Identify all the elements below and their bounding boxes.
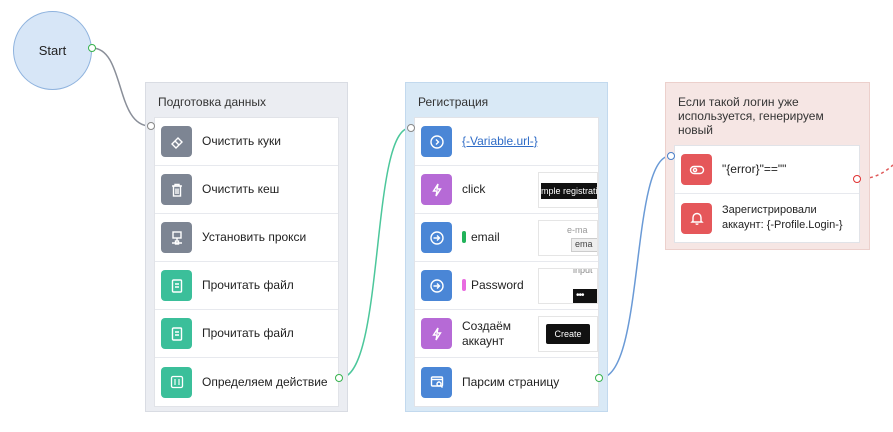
action-clear-cache[interactable]: Очистить кеш — [155, 166, 338, 214]
thumbnail-button: Create — [546, 324, 590, 344]
action-password[interactable]: Password input ••• — [415, 262, 598, 310]
connector-start-prep — [91, 47, 151, 127]
group-prep[interactable]: Подготовка данных Очистить куки Очистить… — [145, 82, 348, 412]
pink-tag — [462, 279, 466, 291]
action-label: "{error}"=="" — [722, 162, 787, 176]
green-tag — [462, 231, 466, 243]
group-condition-input-port[interactable] — [667, 152, 675, 160]
action-label: Password — [462, 278, 524, 293]
group-registration-title: Регистрация — [418, 95, 489, 109]
input-icon — [421, 270, 452, 301]
action-navigate-url[interactable]: {-Variable.url-} — [415, 118, 598, 166]
connector-reg-cond — [599, 155, 671, 379]
action-label: Зарегистрировали аккаунт: {-Profile.Logi… — [722, 204, 843, 231]
action-click[interactable]: click mple registratio — [415, 166, 598, 214]
thumbnail-top-text: input — [573, 268, 593, 275]
group-condition[interactable]: Если такой логин уже используется, генер… — [665, 82, 870, 250]
group-registration-items: {-Variable.url-} click mple registratio … — [414, 117, 599, 407]
input-icon — [421, 222, 452, 253]
start-label: Start — [38, 43, 67, 58]
action-label: Создаём аккаунт — [462, 318, 512, 348]
condition-icon — [681, 154, 712, 185]
action-label: Прочитать файл — [202, 278, 294, 292]
group-registration-input-port[interactable] — [407, 124, 415, 132]
action-read-file-1[interactable]: Прочитать файл — [155, 262, 338, 310]
bell-icon — [681, 202, 712, 234]
action-label: email — [462, 230, 500, 245]
action-create-account[interactable]: Создаём аккаунт Create — [415, 310, 598, 358]
action-label: click — [462, 182, 486, 196]
lightning-icon — [421, 318, 452, 349]
action-label[interactable]: {-Variable.url-} — [462, 134, 538, 148]
action-email[interactable]: email e-ma ema — [415, 214, 598, 262]
network-icon — [161, 222, 192, 253]
eraser-icon — [161, 126, 192, 157]
action-determine-output-port[interactable] — [335, 374, 343, 382]
action-label: Установить прокси — [202, 230, 307, 244]
group-prep-title: Подготовка данных — [158, 95, 267, 109]
condition-output-port[interactable] — [853, 175, 861, 183]
action-label-text: Password — [471, 278, 524, 292]
action-parse-page[interactable]: Парсим страницу — [415, 358, 598, 406]
start-node[interactable]: Start — [13, 11, 92, 90]
element-thumbnail: mple registratio — [538, 172, 598, 208]
action-label: Определяем действие — [202, 374, 328, 389]
thumbnail-placeholder: e-ma — [567, 225, 588, 235]
parse-icon — [421, 366, 452, 398]
action-label: Очистить кеш — [202, 182, 280, 196]
thumbnail-dots: ••• — [573, 289, 597, 303]
file-icon — [161, 270, 192, 301]
element-thumbnail: input ••• — [538, 268, 598, 304]
connector-prep-reg — [339, 127, 411, 379]
trash-icon — [161, 174, 192, 205]
action-label: Парсим страницу — [462, 374, 560, 389]
group-condition-title: Если такой логин уже используется, генер… — [678, 95, 824, 137]
element-thumbnail: e-ma ema — [538, 220, 598, 256]
thumbnail-input: ema — [571, 238, 597, 252]
element-thumbnail: Create — [538, 316, 598, 352]
file-icon — [161, 318, 192, 349]
group-prep-input-port[interactable] — [147, 122, 155, 130]
start-output-port[interactable] — [88, 44, 96, 52]
lightning-icon — [421, 174, 452, 205]
action-label-text: email — [471, 230, 500, 244]
action-determine[interactable]: Определяем действие — [155, 358, 338, 406]
action-parse-output-port[interactable] — [595, 374, 603, 382]
action-read-file-2[interactable]: Прочитать файл — [155, 310, 338, 358]
group-registration[interactable]: Регистрация {-Variable.url-} click mple … — [405, 82, 608, 412]
thumbnail-text: mple registratio — [541, 183, 597, 199]
action-set-proxy[interactable]: Установить прокси — [155, 214, 338, 262]
action-notify[interactable]: Зарегистрировали аккаунт: {-Profile.Logi… — [675, 194, 859, 242]
action-label: Очистить куки — [202, 134, 281, 148]
grid-icon — [161, 366, 192, 398]
group-prep-items: Очистить куки Очистить кеш Установить пр… — [154, 117, 339, 407]
group-condition-items: "{error}"=="" Зарегистрировали аккаунт: … — [674, 145, 860, 243]
action-clear-cookies[interactable]: Очистить куки — [155, 118, 338, 166]
action-if-condition[interactable]: "{error}"=="" — [675, 146, 859, 194]
action-label: Прочитать файл — [202, 326, 294, 340]
navigate-icon — [421, 126, 452, 157]
